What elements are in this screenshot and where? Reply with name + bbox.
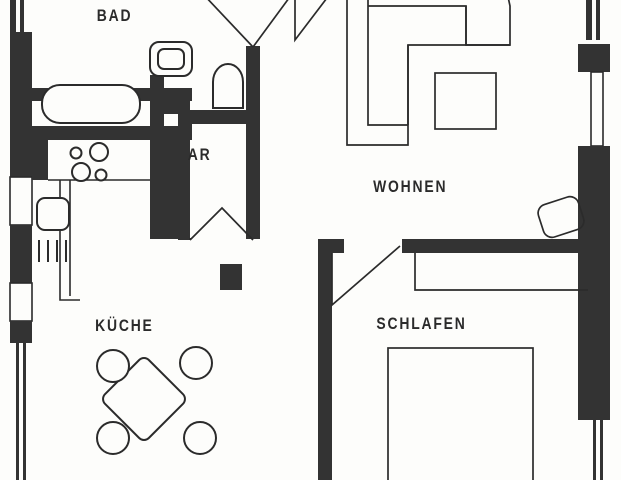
entry-door-swing-left-b <box>252 0 289 48</box>
toilet <box>212 63 244 109</box>
wall-right-top-stub-inner <box>596 0 600 40</box>
entry-door-swing-right <box>294 0 327 43</box>
wall-left-upper <box>10 32 32 177</box>
room-label-wohnen: WOHNEN <box>373 178 447 197</box>
dining-chair-3 <box>96 421 130 455</box>
bedroom-furniture-group <box>387 253 588 480</box>
wall-schlafen-left-lower <box>318 380 332 480</box>
wall-right-upper-c <box>578 58 610 72</box>
wall-left-thin-b <box>23 343 26 480</box>
bed <box>387 347 534 480</box>
entry-door-swing-left <box>207 0 254 48</box>
wall-entry-top <box>246 46 260 58</box>
wall-left-mid <box>10 225 32 283</box>
window-left-lower <box>9 282 33 322</box>
armchair <box>537 195 585 239</box>
wall-right-top-stub <box>586 0 592 40</box>
stove-burner-small-1 <box>69 146 83 160</box>
kitchen-fixtures-group <box>36 142 217 455</box>
room-label-ar: AR <box>188 146 212 165</box>
room-label-bad: BAD <box>97 7 133 26</box>
wall-left-lower <box>10 321 32 343</box>
stove-burner-large-1 <box>89 142 109 162</box>
kitchen-sink <box>36 197 70 231</box>
living-furniture-group <box>346 0 585 239</box>
window-left-upper <box>9 176 33 226</box>
wall-left-top-stub-inner <box>20 0 24 32</box>
chimney-shaft <box>220 264 242 290</box>
coffee-table <box>434 72 497 130</box>
wall-kitchen-nook <box>32 126 48 180</box>
wall-right-big <box>578 146 610 420</box>
bedroom-door-swing <box>331 245 401 307</box>
stove-burner-small-2 <box>94 168 108 182</box>
stove-burner-large-2 <box>71 162 91 182</box>
dining-chair-2 <box>179 346 213 380</box>
wall-wohnen-schlafen <box>402 239 590 253</box>
bathroom-fixtures-group <box>41 41 244 124</box>
dining-chair-4 <box>183 421 217 455</box>
walls-group <box>9 0 610 480</box>
wall-ar-left <box>178 140 190 240</box>
room-label-kueche: KÜCHE <box>95 317 154 336</box>
wall-schlafen-corner <box>332 239 344 253</box>
bathtub <box>41 84 141 124</box>
dining-chair-1 <box>96 349 130 383</box>
wall-wc-horizontal <box>178 110 260 124</box>
wall-right-thin-a <box>593 420 596 480</box>
wall-right-upper-b <box>578 44 610 52</box>
wall-corridor-left <box>150 126 164 239</box>
wall-corridor-right <box>246 46 260 239</box>
wall-corridor-left-b <box>164 126 178 239</box>
wall-left-thin-a <box>16 343 19 480</box>
washbasin-bowl <box>157 48 185 70</box>
wardrobe <box>414 253 588 291</box>
corner-sofa-arm <box>465 6 510 46</box>
corner-sofa-inner-a <box>367 0 408 126</box>
wall-right-thin-b <box>600 420 603 480</box>
room-label-schlafen: SCHLAFEN <box>376 315 466 334</box>
wall-left-top-stub <box>10 0 16 32</box>
window-right-upper <box>590 71 604 147</box>
ar-double-door <box>189 206 254 241</box>
room-labels-group: BAD AR KÜCHE WOHNEN SCHLAFEN <box>95 7 466 336</box>
door-swings-group <box>189 0 401 307</box>
